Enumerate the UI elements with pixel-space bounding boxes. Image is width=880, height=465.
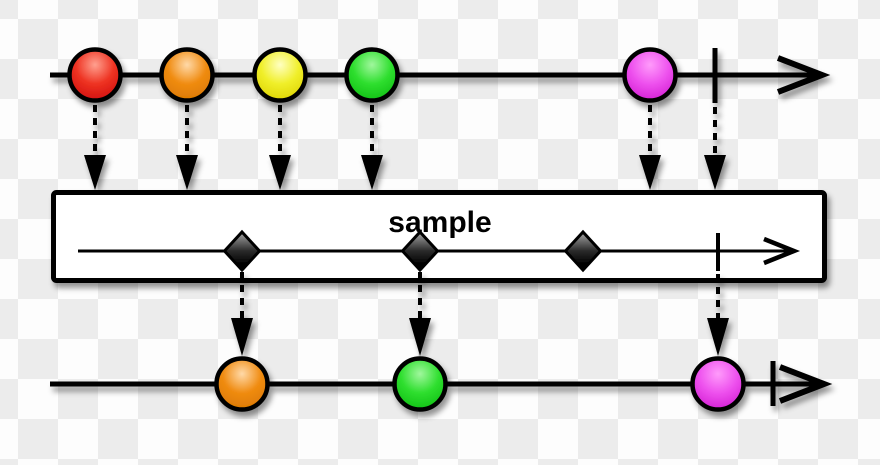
down-arrowhead-icon [409,318,431,356]
down-arrow-magenta [639,105,661,190]
down-arrow-output-orange [231,272,253,356]
down-arrowhead-icon [707,318,729,356]
sampler-diamond-1 [222,229,262,273]
output-marble-green [392,356,448,412]
down-arrow-yellow [269,105,291,190]
down-arrow-orange [176,105,198,190]
down-arrowhead-icon [176,155,198,190]
sample-operator-box: sample [51,190,827,283]
source-marble-orange [159,47,215,103]
source-marble-red [67,47,123,103]
down-arrow-red [84,105,106,190]
operator-label: sample [388,206,491,239]
box-to-output-arrows [231,272,729,356]
source-timeline [50,47,831,103]
down-arrowhead-icon [704,155,726,190]
down-arrowhead-icon [269,155,291,190]
source-timeline-arrowhead-icon [776,55,831,95]
down-arrowhead-icon [231,318,253,356]
output-timeline-arrowhead-icon [778,364,833,404]
output-timeline [50,356,833,412]
output-marble-orange [214,356,270,412]
source-marble-green [344,47,400,103]
down-arrow-output-magenta [707,274,729,356]
down-arrowhead-icon [361,155,383,190]
down-arrow-completion [704,107,726,190]
sampler-diamond-3 [563,229,603,273]
source-marble-yellow [252,47,308,103]
down-arrowhead-icon [639,155,661,190]
down-arrow-output-green [409,272,431,356]
sampler-diamond-2 [400,229,440,273]
sampler-timeline-arrowhead-icon [763,236,801,266]
source-to-box-arrows [84,105,726,190]
down-arrow-green [361,105,383,190]
source-marble-magenta [622,47,678,103]
output-marble-magenta [690,356,746,412]
down-arrowhead-icon [84,155,106,190]
